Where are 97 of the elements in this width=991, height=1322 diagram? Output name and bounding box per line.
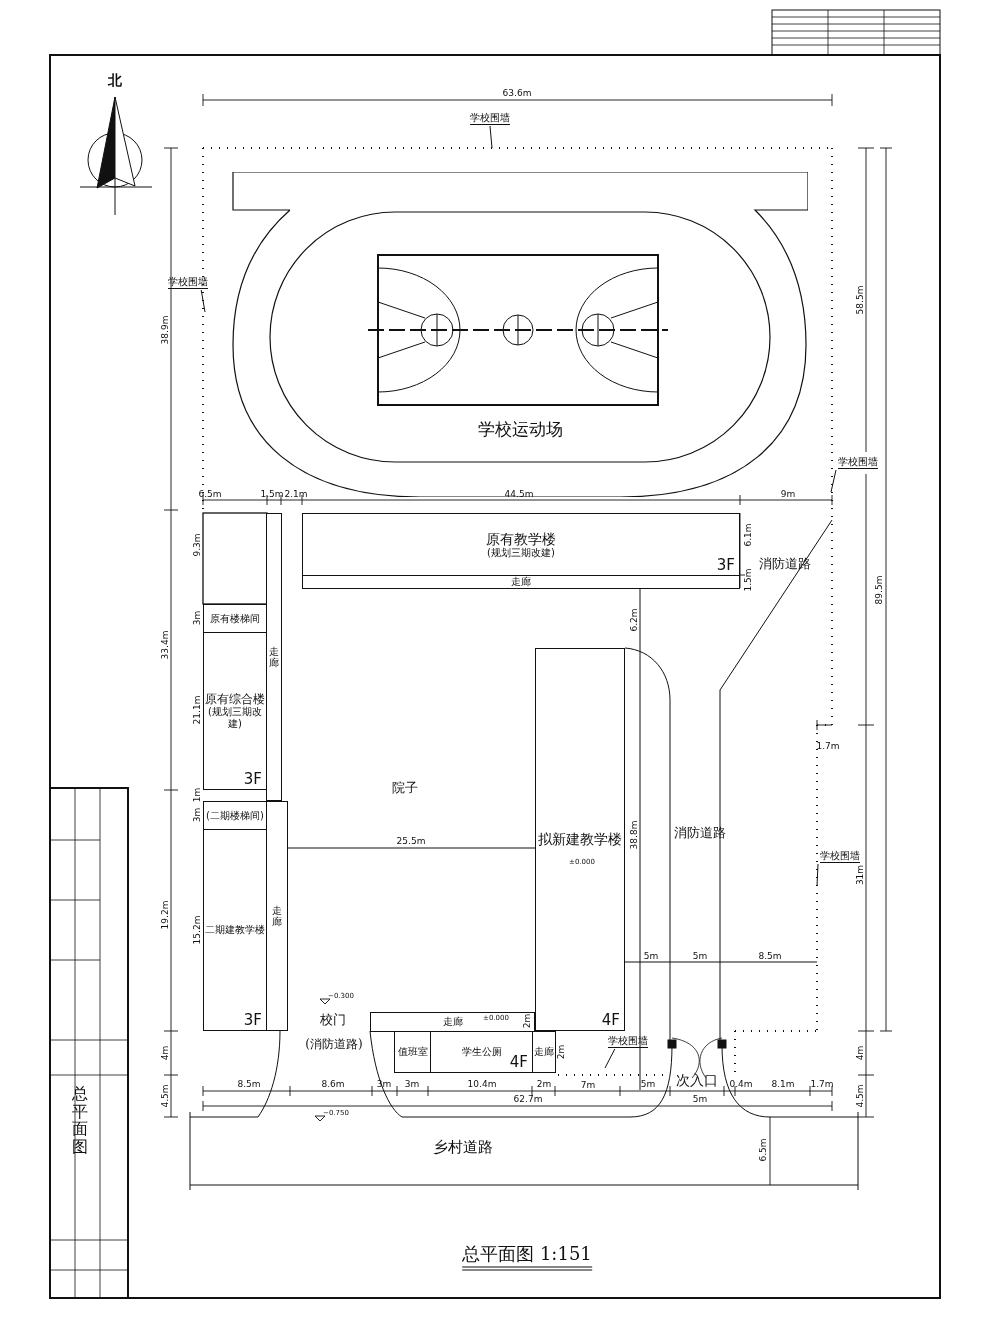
corridor-strip: [370, 1012, 535, 1032]
wall-label: 学校围墙: [168, 277, 208, 289]
building-name: (二期楼梯间): [206, 809, 264, 822]
corridor-label: 走廊: [269, 646, 279, 668]
building-name: 原有教学楼: [486, 530, 556, 547]
area-label: 院子: [392, 780, 418, 794]
dimension-label: 6.1m: [743, 523, 753, 547]
leader-line: [604, 1048, 616, 1069]
dimension-label: 3m: [192, 610, 202, 626]
leader-line: [830, 469, 837, 493]
dimension-label: 3m: [192, 807, 202, 823]
area-label: 乡村道路: [433, 1139, 493, 1155]
dimension-label: 2m: [522, 1013, 532, 1029]
dimension-label: 63.6m: [502, 88, 532, 98]
building-name: 值班室: [397, 1046, 428, 1058]
dimension-label: 7m: [580, 1080, 596, 1090]
dimension-label: 44.5m: [504, 489, 534, 499]
building-block: [532, 1031, 556, 1073]
building-name: 原有楼梯间: [210, 612, 260, 625]
corridor-strip: [266, 801, 288, 1031]
dimension-label: 25.5m: [396, 836, 426, 846]
corridor-strip: [302, 575, 740, 589]
corridor-label: 走廊: [272, 905, 282, 927]
corridor-label: 走廊: [511, 577, 531, 587]
dimension-label: 6.2m: [629, 608, 639, 632]
building-block: [203, 829, 267, 1031]
dimension-label: 2m: [556, 1044, 566, 1060]
leader-line: [200, 289, 206, 313]
dimension-label: 33.4m: [160, 630, 170, 660]
dimension-label: 4m: [855, 1045, 865, 1061]
dimension-label: 1.5m: [260, 489, 284, 499]
dimension-label: 4m: [160, 1045, 170, 1061]
dimension-label: 1.7m: [810, 1079, 834, 1089]
area-label: 消防道路: [759, 556, 811, 570]
dimension-label: 1.7m: [816, 741, 840, 751]
drawing-caption: 总平面图 1:151: [462, 1241, 592, 1271]
area-label: 消防道路: [674, 825, 726, 839]
dimension-label: 8.5m: [237, 1079, 261, 1089]
dimension-label: 9.3m: [192, 533, 202, 557]
dimension-label: 38.9m: [160, 315, 170, 345]
building-block: [203, 801, 267, 830]
dimension-label: 4.5m: [160, 1084, 170, 1108]
dimension-label: 5m: [643, 951, 659, 961]
floor-count: 4F: [509, 1055, 528, 1070]
area-label: 次入口: [676, 1073, 718, 1087]
building-name: 拟新建教学楼: [538, 831, 622, 848]
building-name: 走廊: [534, 1046, 554, 1058]
dimension-label: 6.5m: [198, 489, 222, 499]
building-block: [203, 604, 267, 633]
dimension-label: 8.6m: [321, 1079, 345, 1089]
dimension-label: 1.5m: [743, 568, 753, 592]
corridor-label: 走廊: [442, 1017, 463, 1027]
building-note: (规划三期改建): [207, 706, 263, 730]
corridor-strip: [266, 513, 282, 801]
wall-label: 学校围墙: [838, 457, 878, 469]
wall-label: 学校围墙: [820, 851, 860, 863]
wall-label: 学校围墙: [608, 1036, 648, 1048]
dimension-label: 89.5m: [874, 575, 884, 605]
dimension-label: 8.5m: [758, 951, 782, 961]
dimension-label: 4.5m: [855, 1084, 865, 1108]
dimension-label: 2.1m: [284, 489, 308, 499]
dimension-label: 6.5m: [758, 1138, 768, 1162]
building-note: (规划三期改建): [487, 546, 555, 559]
floor-count: 3F: [243, 1013, 262, 1028]
leader-line: [489, 125, 493, 149]
leader-line: [816, 863, 819, 887]
drawing-title-label: 总平面图: [72, 1084, 88, 1156]
dimension-label: 8.1m: [771, 1079, 795, 1089]
dimension-label: 31m: [855, 864, 865, 886]
north-label: 北: [108, 73, 122, 87]
dimension-label: 5m: [692, 951, 708, 961]
running-track: [232, 172, 808, 497]
dimension-label: 9m: [780, 489, 796, 499]
building-block: [203, 632, 267, 790]
building-block: [302, 513, 740, 576]
dimension-label: 5m: [640, 1079, 656, 1089]
area-label: (消防道路): [305, 1038, 363, 1050]
floor-count: 3F: [243, 772, 262, 787]
building-name: 学生公厕: [461, 1046, 502, 1058]
floor-count: 3F: [716, 558, 735, 573]
area-label: 校门: [320, 1012, 346, 1026]
dimension-label: 3m: [376, 1079, 392, 1089]
dimension-label: 0.4m: [729, 1079, 753, 1089]
dimension-label: 58.5m: [855, 285, 865, 315]
dimension-label: 1m: [192, 787, 202, 803]
area-name: 学校运动场: [477, 418, 563, 441]
floor-count: 4F: [601, 1013, 620, 1028]
wall-label: 学校围墙: [470, 113, 510, 125]
building-block: [535, 648, 625, 1031]
dimension-label: 3m: [404, 1079, 420, 1089]
dimension-label: 62.7m: [513, 1094, 543, 1104]
dimension-label: 19.2m: [160, 900, 170, 930]
building-block: [394, 1031, 431, 1073]
dimension-label: 5m: [692, 1094, 708, 1104]
building-name: 二期建教学楼: [205, 924, 265, 936]
dimension-label: 2m: [536, 1079, 552, 1089]
building-name: 原有综合楼: [205, 692, 265, 706]
